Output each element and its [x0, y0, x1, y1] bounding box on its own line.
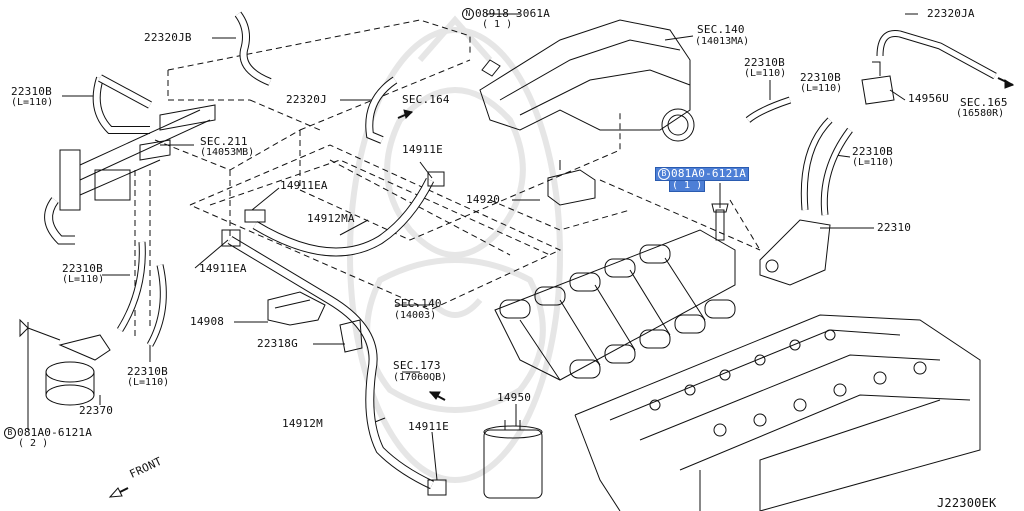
label-sec165[interactable]: SEC.165	[960, 96, 1008, 109]
sub-22310B-topleft: (L=110)	[11, 97, 54, 108]
label-14911E-bottom[interactable]: 14911E	[408, 420, 449, 433]
label-22310B-bottomleft[interactable]: 22310B	[127, 365, 168, 378]
sub-22310B-bottomleft: (L=110)	[127, 377, 170, 388]
n-prefix-icon: N	[462, 8, 474, 20]
label-14912M[interactable]: 14912M	[282, 417, 323, 430]
b-prefix-icon: B	[4, 427, 16, 439]
label-14908[interactable]: 14908	[190, 315, 225, 328]
label-sec164[interactable]: SEC.164	[402, 93, 450, 106]
label-14920[interactable]: 14920	[466, 193, 501, 206]
label-14912MA[interactable]: 14912MA	[307, 212, 355, 225]
label-14911E-top[interactable]: 14911E	[402, 143, 443, 156]
b-prefix-icon: B	[658, 168, 670, 180]
diagram-code: J22300EK	[937, 496, 997, 510]
label-sec173[interactable]: SEC.173	[393, 359, 441, 372]
label-22320J[interactable]: 22320J	[286, 93, 327, 106]
label-22310[interactable]: 22310	[877, 221, 912, 234]
label-22310B-r3[interactable]: 22310B	[852, 145, 893, 158]
label-22310B-tr2[interactable]: 22310B	[800, 71, 841, 84]
label-22310B-tr1[interactable]: 22310B	[744, 56, 785, 69]
label-22370[interactable]: 22370	[79, 404, 114, 417]
sub-sec140-upper: (14013MA)	[695, 36, 750, 47]
label-22320JB[interactable]: 22320JB	[144, 31, 192, 44]
label-sec140-upper[interactable]: SEC.140	[697, 23, 745, 36]
qty-08918: ( 1 )	[482, 19, 513, 30]
label-14950[interactable]: 14950	[497, 391, 532, 404]
sub-22310B-tr2: (L=110)	[800, 83, 843, 94]
label-22320JA[interactable]: 22320JA	[927, 7, 975, 20]
label-14911EA-1[interactable]: 14911EA	[280, 179, 328, 192]
sub-sec211: (14053MB)	[200, 147, 255, 158]
sub-sec140-lower: (14003)	[394, 310, 437, 321]
sub-22310B-tr1: (L=110)	[744, 68, 787, 79]
label-14956U[interactable]: 14956U	[908, 92, 949, 105]
label-22310B-topleft[interactable]: 22310B	[11, 85, 52, 98]
sub-sec165: (16580R)	[956, 108, 1005, 119]
sub-sec173: (17060QB)	[393, 372, 448, 383]
qty-081A0-bottom: ( 2 )	[18, 438, 49, 449]
label-sec140-lower[interactable]: SEC.140	[394, 297, 442, 310]
label-22318G[interactable]: 22318G	[257, 337, 298, 350]
label-22310B-left[interactable]: 22310B	[62, 262, 103, 275]
qty-081A0-selected: ( 1 )	[668, 180, 706, 192]
label-14911EA-2[interactable]: 14911EA	[199, 262, 247, 275]
sub-22310B-left: (L=110)	[62, 274, 105, 285]
label-sec211[interactable]: SEC.211	[200, 135, 248, 148]
sub-22310B-r3: (L=110)	[852, 157, 895, 168]
